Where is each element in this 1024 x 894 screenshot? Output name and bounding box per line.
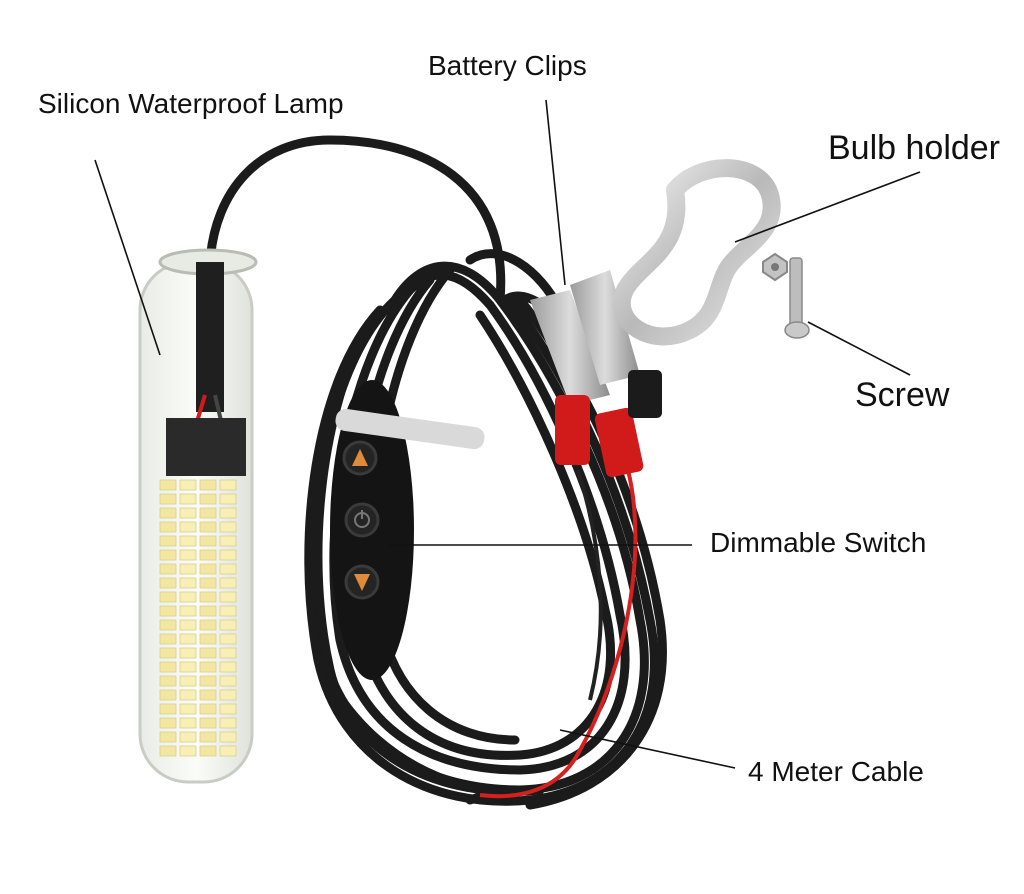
- led-chip: [219, 563, 237, 575]
- led-chip: [179, 535, 197, 547]
- led-chip: [179, 731, 197, 743]
- led-chip: [219, 731, 237, 743]
- led-chip: [199, 633, 217, 645]
- led-chip: [179, 717, 197, 729]
- led-chip: [199, 647, 217, 659]
- led-chip: [219, 689, 237, 701]
- cable-coil: [205, 135, 667, 810]
- led-chip: [179, 661, 197, 673]
- led-chip: [219, 717, 237, 729]
- led-chip: [219, 521, 237, 533]
- led-chip: [199, 745, 217, 757]
- led-chip: [199, 493, 217, 505]
- bulb-holder: [612, 159, 781, 346]
- led-chip: [159, 717, 177, 729]
- led-chip: [159, 675, 177, 687]
- led-array: [159, 479, 237, 757]
- led-chip: [219, 549, 237, 561]
- label-4-meter-cable: 4 Meter Cable: [748, 756, 924, 787]
- leader-lines: [94, 99, 921, 769]
- led-chip: [199, 675, 217, 687]
- led-chip: [179, 563, 197, 575]
- led-chip: [179, 479, 197, 491]
- led-chip: [219, 703, 237, 715]
- led-chip: [179, 605, 197, 617]
- led-chip: [159, 479, 177, 491]
- led-chip: [179, 521, 197, 533]
- screw-and-nut: [762, 252, 810, 339]
- led-chip: [159, 703, 177, 715]
- led-chip: [159, 605, 177, 617]
- led-chip: [199, 549, 217, 561]
- led-chip: [159, 535, 177, 547]
- led-chip: [219, 591, 237, 603]
- lamp: [138, 248, 258, 784]
- led-chip: [159, 563, 177, 575]
- label-silicon-waterproof-lamp: Silicon Waterproof Lamp: [38, 88, 344, 119]
- led-chip: [199, 605, 217, 617]
- led-chip: [179, 591, 197, 603]
- led-chip: [199, 591, 217, 603]
- led-chip: [179, 507, 197, 519]
- led-chip: [159, 661, 177, 673]
- led-chip: [159, 549, 177, 561]
- led-chip: [179, 493, 197, 505]
- led-chip: [199, 563, 217, 575]
- led-chip: [179, 647, 197, 659]
- dimmable-switch: [330, 380, 485, 680]
- led-chip: [199, 479, 217, 491]
- label-battery-clips: Battery Clips: [428, 50, 587, 81]
- led-chip: [219, 647, 237, 659]
- led-chip: [159, 689, 177, 701]
- led-chip: [179, 745, 197, 757]
- led-chip: [159, 633, 177, 645]
- led-chip: [219, 675, 237, 687]
- led-chip: [179, 549, 197, 561]
- label-dimmable-switch: Dimmable Switch: [710, 527, 927, 558]
- led-chip: [219, 633, 237, 645]
- led-chip: [219, 605, 237, 617]
- led-chip: [199, 619, 217, 631]
- led-chip: [159, 647, 177, 659]
- led-chip: [199, 717, 217, 729]
- led-chip: [179, 577, 197, 589]
- led-chip: [159, 731, 177, 743]
- led-chip: [179, 689, 197, 701]
- led-chip: [159, 577, 177, 589]
- led-chip: [159, 619, 177, 631]
- led-chip: [179, 619, 197, 631]
- led-chip: [219, 619, 237, 631]
- led-chip: [199, 689, 217, 701]
- led-chip: [219, 661, 237, 673]
- led-chip: [179, 703, 197, 715]
- led-chip: [159, 591, 177, 603]
- led-chip: [159, 521, 177, 533]
- led-chip: [159, 493, 177, 505]
- led-chip: [199, 661, 217, 673]
- led-chip: [219, 535, 237, 547]
- led-chip: [179, 675, 197, 687]
- led-chip: [179, 633, 197, 645]
- led-chip: [159, 745, 177, 757]
- led-chip: [219, 507, 237, 519]
- led-chip: [199, 703, 217, 715]
- label-bulb-holder: Bulb holder: [828, 129, 1001, 167]
- led-chip: [199, 507, 217, 519]
- label-screw: Screw: [855, 376, 950, 414]
- led-chip: [219, 745, 237, 757]
- led-chip: [219, 577, 237, 589]
- led-chip: [199, 535, 217, 547]
- led-chip: [199, 731, 217, 743]
- led-chip: [159, 507, 177, 519]
- led-chip: [219, 493, 237, 505]
- led-chip: [199, 577, 217, 589]
- led-chip: [199, 521, 217, 533]
- battery-clips: [530, 270, 662, 478]
- black-wire: [576, 469, 603, 701]
- led-chip: [219, 479, 237, 491]
